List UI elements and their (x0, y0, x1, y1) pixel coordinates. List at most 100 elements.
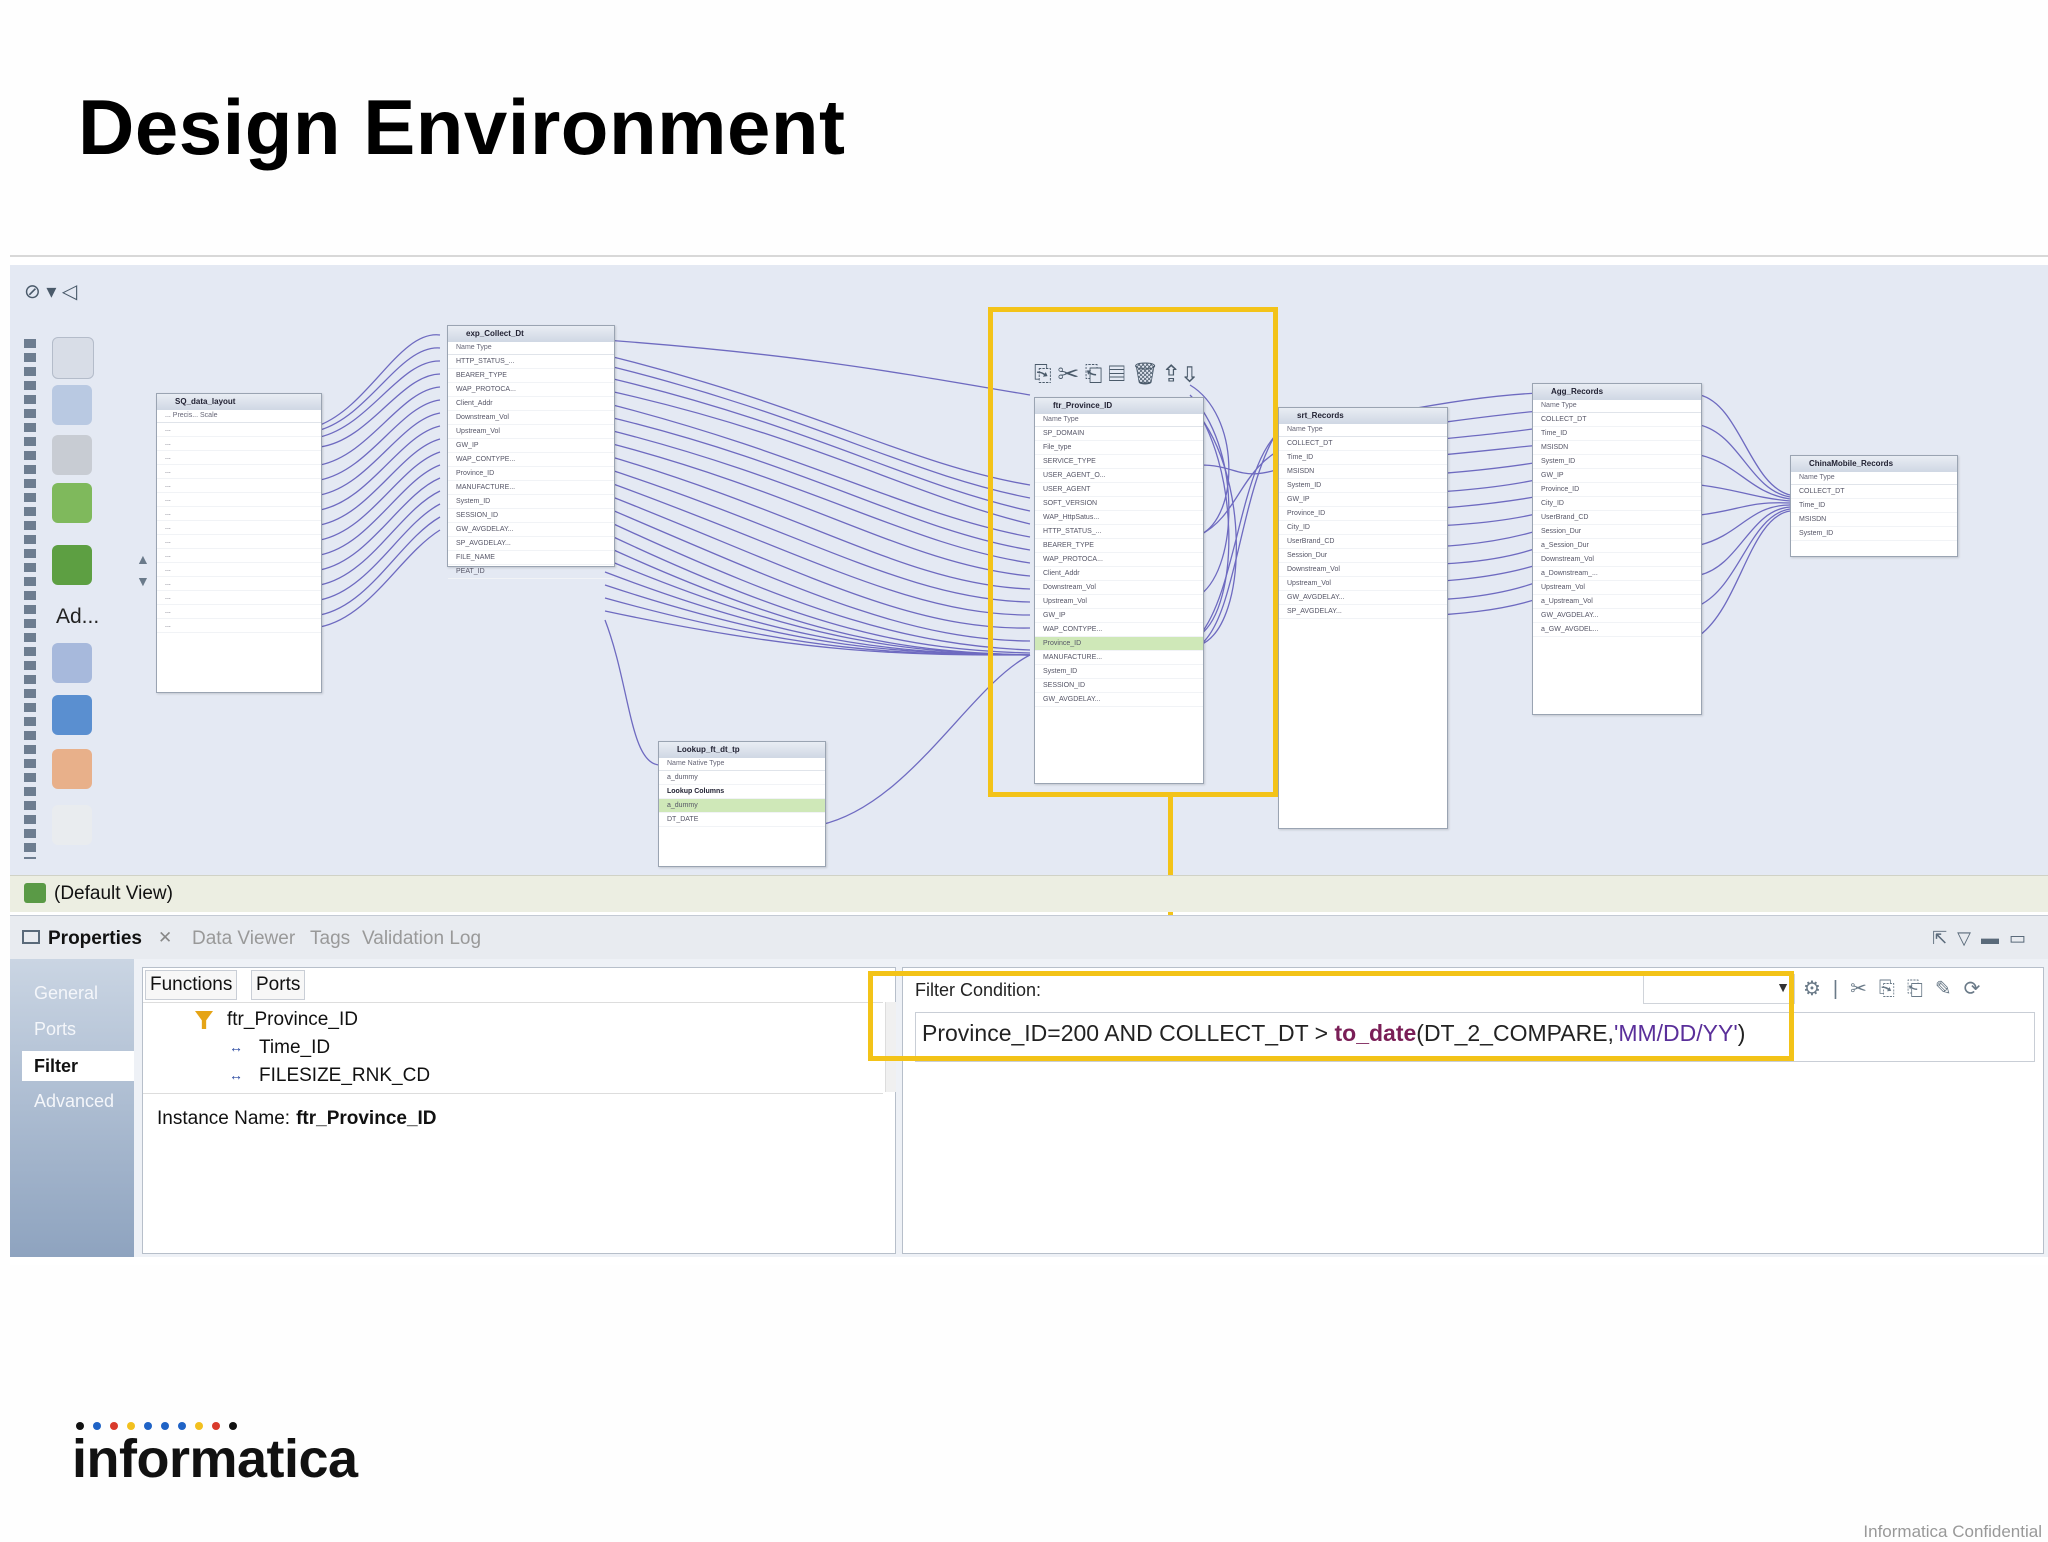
port-row[interactable]: System_ID (1035, 665, 1203, 679)
port-row[interactable]: Upstream_Vol (448, 425, 614, 439)
port-row[interactable]: ... (157, 521, 321, 535)
port-row[interactable]: Province_ID (1533, 483, 1701, 497)
port-row[interactable]: ... (157, 563, 321, 577)
port-row[interactable]: Time_ID (1791, 499, 1957, 513)
filter-condition-dropdown[interactable]: ▼ (1643, 974, 1795, 1004)
close-icon[interactable]: ✕ (158, 928, 173, 947)
lookup-box[interactable]: Lookup_ft_dt_tp Name Native Type a_dummy… (658, 741, 826, 867)
port-row[interactable]: City_ID (1533, 497, 1701, 511)
port-row[interactable]: SP_DOMAIN (1035, 427, 1203, 441)
port-row[interactable]: Upstream_Vol (1533, 581, 1701, 595)
port-row[interactable]: MSISDN (1533, 441, 1701, 455)
port-row[interactable]: COLLECT_DT (1791, 485, 1957, 499)
expression-toolbar[interactable]: ⚙|✂⎘⎗✎⟳ (1803, 978, 1993, 1000)
port-row[interactable]: GW_IP (1035, 609, 1203, 623)
expression-icon[interactable] (52, 545, 92, 585)
port-row[interactable]: System_ID (448, 495, 614, 509)
aggregator-icon[interactable] (52, 483, 92, 523)
router-icon[interactable] (52, 805, 92, 845)
port-row[interactable]: ... (157, 577, 321, 591)
nav-filter[interactable]: Filter (22, 1051, 134, 1081)
sorter-icon[interactable] (52, 749, 92, 789)
port-row[interactable]: USER_AGENT (1035, 483, 1203, 497)
port-row[interactable]: ... (157, 507, 321, 521)
port-row[interactable]: HTTP_STATUS_... (448, 355, 614, 369)
filter-toolbar[interactable]: ⎘✂⎗▤🗑⇪⇩ (1034, 361, 1202, 386)
port-row[interactable]: PEAT_ID (448, 565, 614, 579)
port-row[interactable]: a_GW_AVGDEL... (1533, 623, 1701, 637)
port-row[interactable]: GW_IP (1279, 493, 1447, 507)
port-row[interactable]: UserBrand_CD (1279, 535, 1447, 549)
sorter-box[interactable]: srt_Records Name Type COLLECT_DT Time_ID… (1278, 407, 1448, 829)
filter-expression-editor[interactable]: Province_ID=200 AND COLLECT_DT > to_date… (915, 1012, 2035, 1062)
port-row[interactable]: Downstream_Vol (1279, 563, 1447, 577)
joiner-icon[interactable] (52, 643, 92, 683)
port-row[interactable]: ... (157, 451, 321, 465)
port-row[interactable]: WAP_CONTYPE... (1035, 623, 1203, 637)
port-row[interactable]: City_ID (1279, 521, 1447, 535)
port-row[interactable]: System_ID (1533, 455, 1701, 469)
nav-ports[interactable]: Ports (34, 1019, 77, 1039)
port-row[interactable]: SERVICE_TYPE (1035, 455, 1203, 469)
port-row[interactable]: ... (157, 549, 321, 563)
aggregator-box[interactable]: Agg_Records Name Type COLLECT_DT Time_ID… (1532, 383, 1702, 715)
port-row[interactable]: ... (157, 493, 321, 507)
tab-validation-log[interactable]: Validation Log (362, 928, 482, 949)
port-row[interactable]: a_Upstream_Vol (1533, 595, 1701, 609)
port-row[interactable]: Downstream_Vol (1035, 581, 1203, 595)
port-row[interactable]: ... (157, 423, 321, 437)
port-row[interactable]: DT_DATE (659, 813, 825, 827)
port-row[interactable]: a_dummy (659, 799, 825, 813)
source-icon[interactable] (52, 337, 94, 379)
port-row[interactable]: WAP_PROTOCA... (448, 383, 614, 397)
tree-root[interactable]: ftr_Province_ID (227, 1009, 358, 1030)
port-row[interactable]: System_ID (1279, 479, 1447, 493)
port-row[interactable]: GW_AVGDELAY... (1533, 609, 1701, 623)
tab-tags[interactable]: Tags (310, 928, 351, 949)
palette-scroll-down-icon[interactable]: ▼ (136, 573, 150, 589)
port-row[interactable]: ... (157, 619, 321, 633)
port-row[interactable]: Time_ID (1533, 427, 1701, 441)
port-row[interactable]: WAP_HttpSatus... (1035, 511, 1203, 525)
port-row[interactable]: MANUFACTURE... (448, 481, 614, 495)
port-row[interactable]: Province_ID (448, 467, 614, 481)
port-row[interactable]: ... (157, 465, 321, 479)
port-row[interactable]: USER_AGENT_O... (1035, 469, 1203, 483)
view-controls[interactable]: ⇱▽▬▭ (1932, 928, 2036, 948)
default-view-icon[interactable] (24, 883, 46, 903)
mapping-canvas[interactable]: ⊘ ▾ ◁ Ad... ▲ ▼ (10, 265, 2048, 875)
port-row[interactable]: MANUFACTURE... (1035, 651, 1203, 665)
tree-item-time-id[interactable]: Time_ID (259, 1037, 331, 1058)
port-row[interactable]: UserBrand_CD (1533, 511, 1701, 525)
port-row[interactable]: SP_AVGDELAY... (448, 537, 614, 551)
tab-ports[interactable]: Ports (251, 970, 306, 1000)
port-row[interactable]: GW_IP (448, 439, 614, 453)
port-row[interactable]: a_Session_Dur (1533, 539, 1701, 553)
port-row[interactable]: MSISDN (1791, 513, 1957, 527)
tab-functions[interactable]: Functions (145, 970, 238, 1000)
port-row[interactable]: FILE_NAME (448, 551, 614, 565)
instance-name-value[interactable]: ftr_Province_ID (296, 1108, 437, 1129)
port-row[interactable]: COLLECT_DT (1533, 413, 1701, 427)
port-row[interactable]: Downstream_Vol (1533, 553, 1701, 567)
port-row[interactable]: GW_AVGDELAY... (448, 523, 614, 537)
target-box[interactable]: ChinaMobile_Records Name Type COLLECT_DT… (1790, 455, 1958, 557)
port-row[interactable]: SP_AVGDELAY... (1279, 605, 1447, 619)
port-row[interactable]: ... (157, 535, 321, 549)
port-row[interactable]: ... (157, 605, 321, 619)
port-row[interactable]: System_ID (1791, 527, 1957, 541)
port-row[interactable]: SOFT_VERSION (1035, 497, 1203, 511)
nav-advanced[interactable]: Advanced (34, 1091, 115, 1111)
palette-scroll-up-icon[interactable]: ▲ (136, 551, 150, 567)
expression-box[interactable]: exp_Collect_Dt Name Type HTTP_STATUS_...… (447, 325, 615, 579)
lookup-icon[interactable] (52, 695, 92, 735)
port-row[interactable]: GW_AVGDELAY... (1279, 591, 1447, 605)
port-row[interactable]: WAP_CONTYPE... (448, 453, 614, 467)
port-row[interactable]: Upstream_Vol (1035, 595, 1203, 609)
mapplet-icon[interactable] (52, 385, 92, 425)
port-row[interactable]: MSISDN (1279, 465, 1447, 479)
port-row[interactable]: WAP_PROTOCA... (1035, 553, 1203, 567)
port-row[interactable]: Client_Addr (448, 397, 614, 411)
database-icon[interactable] (52, 435, 92, 475)
default-view-label[interactable]: (Default View) (54, 883, 173, 904)
